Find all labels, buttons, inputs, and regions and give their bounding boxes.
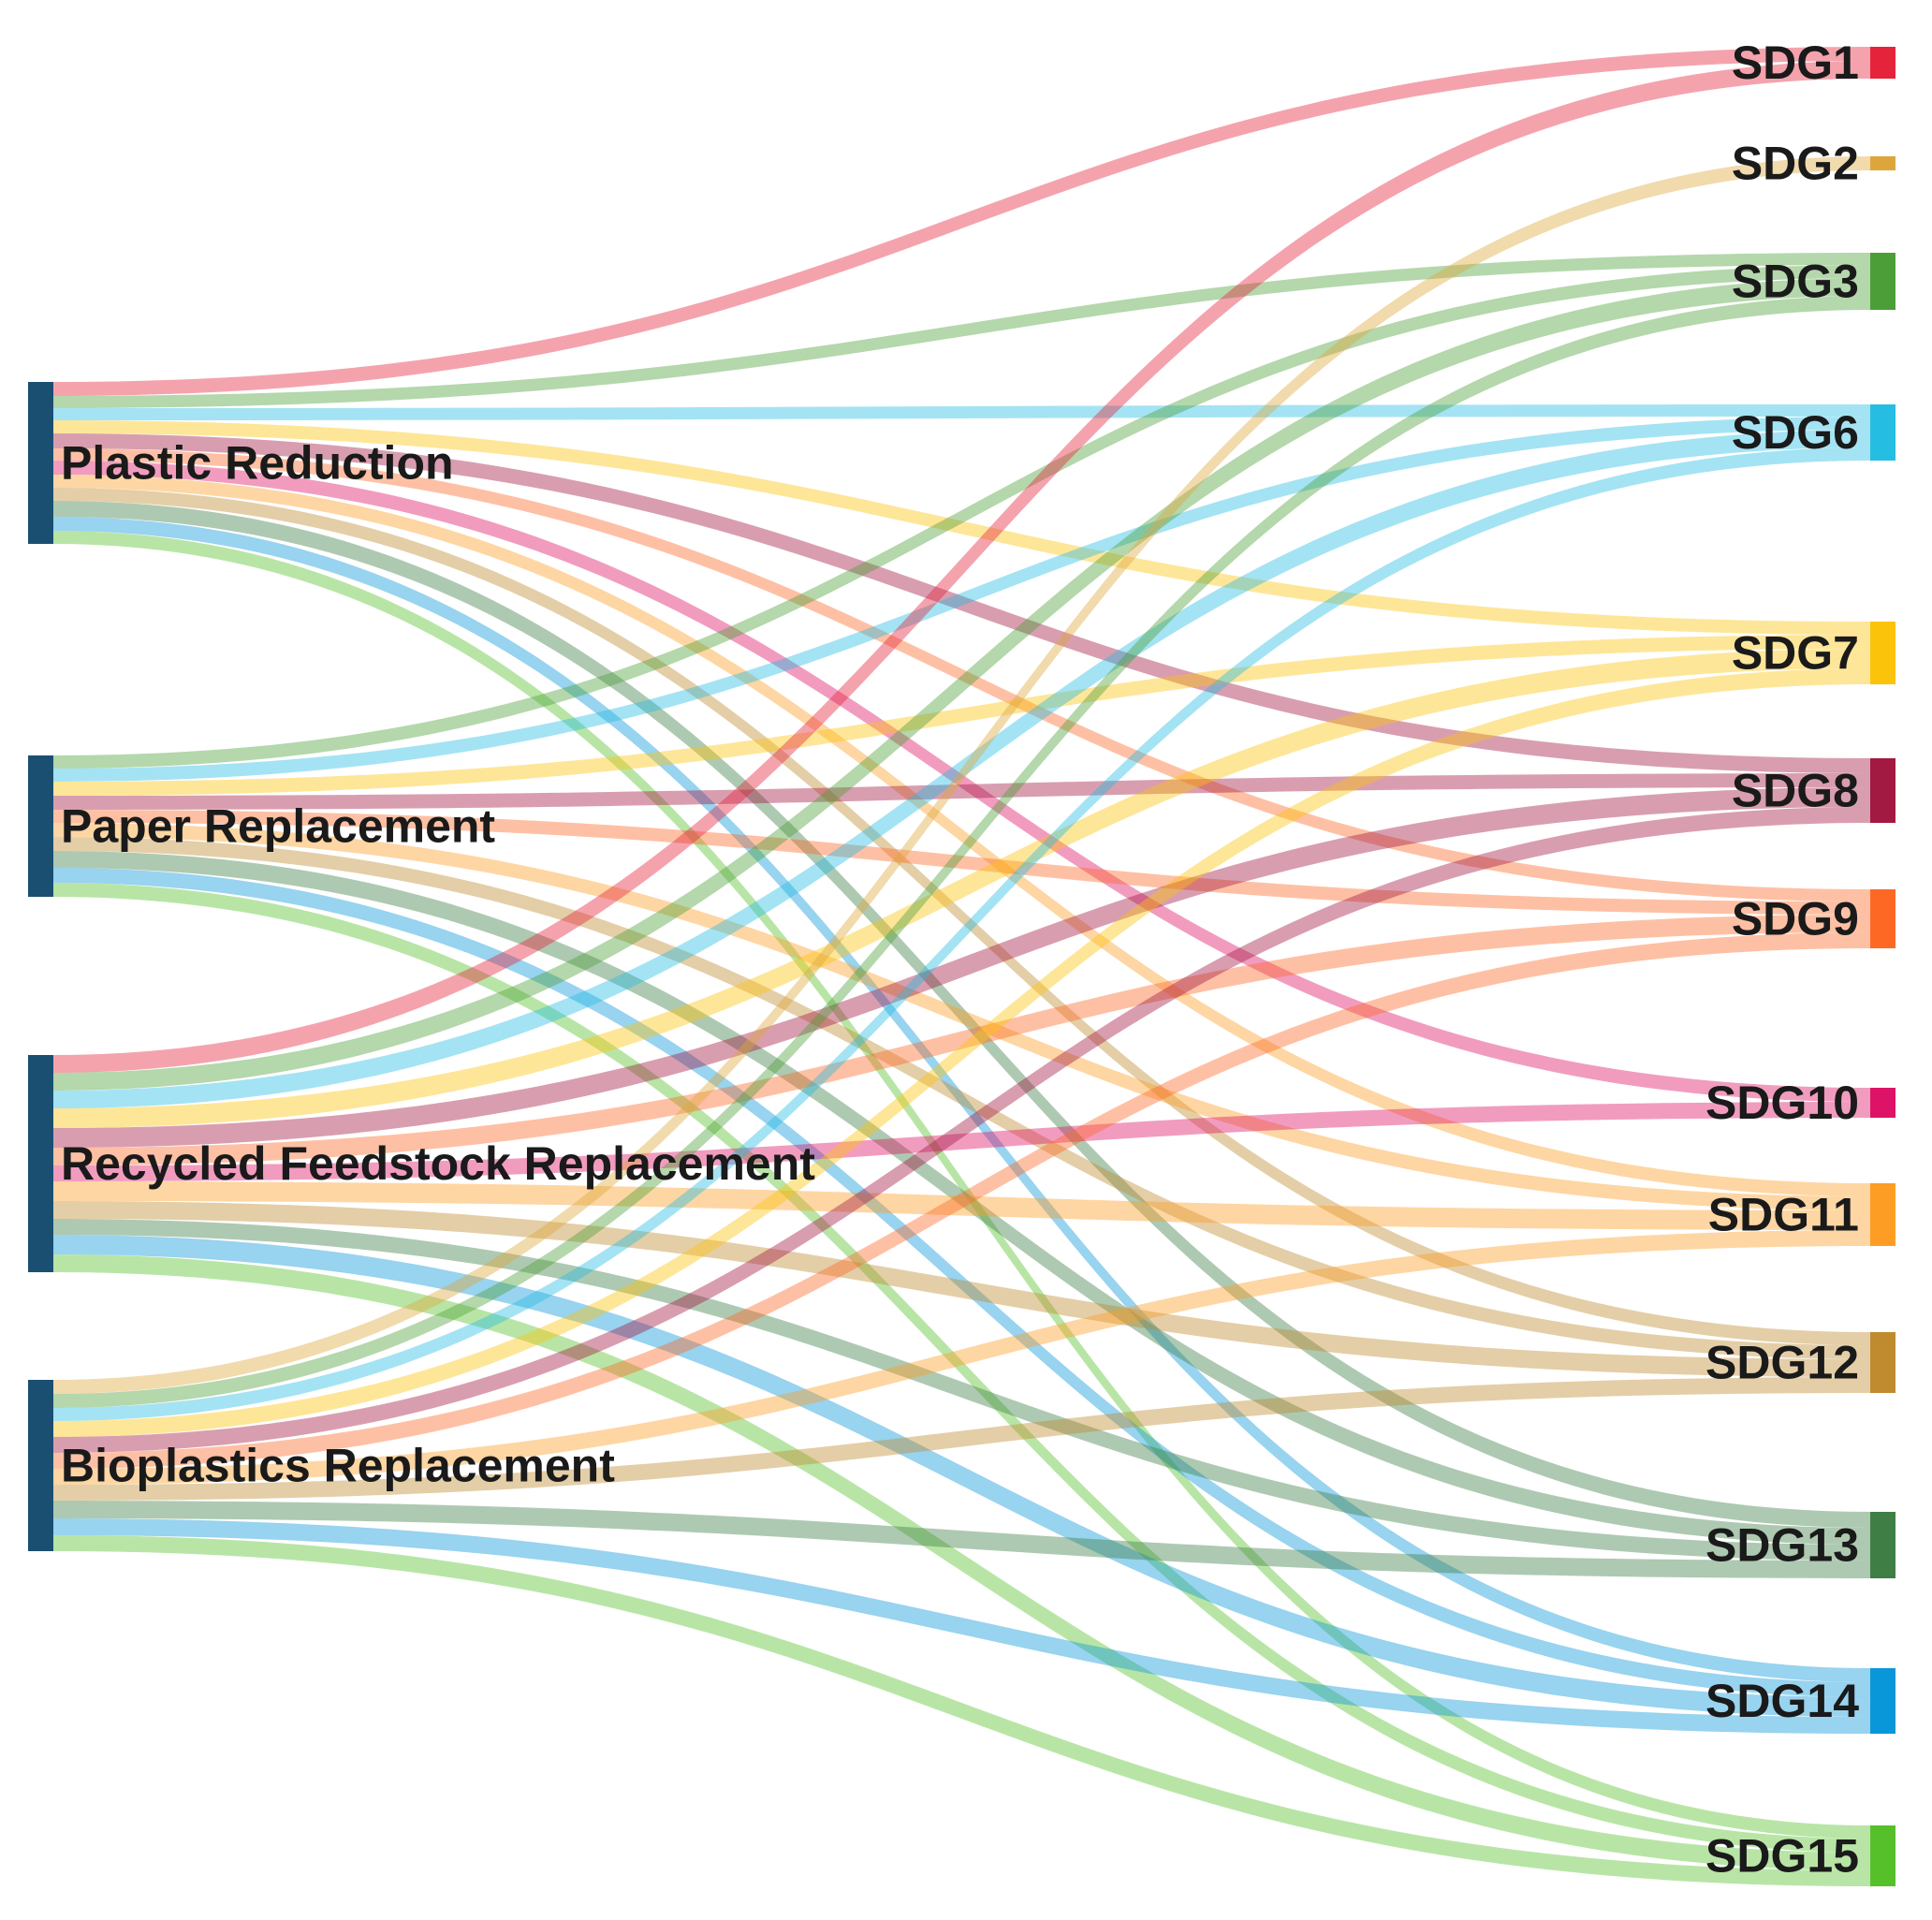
link-bioplastics-sdg9 <box>53 932 1870 1469</box>
link-paper-sdg11 <box>53 823 1870 1210</box>
link-plastic-sdg11 <box>53 475 1870 1196</box>
link-paper-sdg15 <box>53 883 1870 1853</box>
link-recycled-sdg11 <box>53 1181 1870 1230</box>
link-plastic-sdg7 <box>53 420 1870 635</box>
link-recycled-sdg7 <box>53 649 1870 1128</box>
label-sdg8: SDG8 <box>1732 765 1859 817</box>
link-plastic-sdg3 <box>53 253 1870 408</box>
node-sdg10 <box>1870 1088 1895 1118</box>
node-sdg6 <box>1870 404 1895 461</box>
label-sdg15: SDG15 <box>1705 1830 1859 1883</box>
node-sdg15 <box>1870 1825 1895 1886</box>
link-paper-sdg13 <box>53 851 1870 1545</box>
link-plastic-sdg15 <box>53 531 1870 1839</box>
node-sdg9 <box>1870 889 1895 948</box>
label-sdg12: SDG12 <box>1705 1337 1859 1389</box>
label-sdg1: SDG1 <box>1732 37 1859 89</box>
label-sdg11: SDG11 <box>1708 1189 1859 1241</box>
link-bioplastics-sdg7 <box>53 668 1870 1437</box>
node-sdg14 <box>1870 1668 1895 1734</box>
link-recycled-sdg3 <box>53 278 1870 1091</box>
link-recycled-sdg15 <box>53 1254 1870 1870</box>
label-plastic: Plastic Reduction <box>61 437 454 490</box>
link-recycled-sdg13 <box>53 1219 1870 1561</box>
link-bioplastics-sdg13 <box>53 1501 1870 1578</box>
link-plastic-sdg14 <box>53 517 1870 1682</box>
node-sdg11 <box>1870 1183 1895 1246</box>
link-recycled-sdg14 <box>53 1235 1870 1717</box>
node-sdg13 <box>1870 1512 1895 1578</box>
node-sdg12 <box>1870 1332 1895 1393</box>
node-recycled <box>28 1055 53 1272</box>
label-recycled: Recycled Feedstock Replacement <box>61 1137 815 1190</box>
label-sdg2: SDG2 <box>1732 138 1859 190</box>
link-paper-sdg9 <box>53 810 1870 915</box>
link-paper-sdg8 <box>53 773 1870 810</box>
label-sdg3: SDG3 <box>1732 256 1859 308</box>
link-recycled-sdg1 <box>53 61 1870 1073</box>
link-plastic-sdg9 <box>53 448 1870 901</box>
link-bioplastics-sdg12 <box>53 1377 1870 1501</box>
link-recycled-sdg6 <box>53 430 1870 1108</box>
link-bioplastics-sdg6 <box>53 447 1870 1421</box>
label-sdg14: SDG14 <box>1705 1675 1859 1727</box>
link-plastic-sdg1 <box>53 47 1870 396</box>
node-sdg7 <box>1870 622 1895 684</box>
label-sdg6: SDG6 <box>1732 406 1859 459</box>
link-plastic-sdg10 <box>53 461 1870 1102</box>
label-sdg9: SDG9 <box>1732 893 1859 945</box>
label-bioplastics: Bioplastics Replacement <box>61 1440 615 1492</box>
sankey-nodes <box>28 47 1895 1886</box>
link-paper-sdg6 <box>53 417 1870 782</box>
link-plastic-sdg6 <box>53 404 1870 420</box>
label-paper: Paper Replacement <box>61 800 495 853</box>
link-recycled-sdg10 <box>53 1102 1870 1181</box>
link-bioplastics-sdg2 <box>53 156 1870 1394</box>
link-plastic-sdg8 <box>53 433 1870 773</box>
link-recycled-sdg9 <box>53 915 1870 1165</box>
link-bioplastics-sdg3 <box>53 296 1870 1408</box>
node-paper <box>28 755 53 897</box>
link-plastic-sdg12 <box>53 488 1870 1345</box>
link-paper-sdg12 <box>53 837 1870 1359</box>
link-bioplastics-sdg15 <box>53 1535 1870 1886</box>
node-bioplastics <box>28 1380 53 1551</box>
node-sdg1 <box>1870 47 1895 79</box>
link-recycled-sdg8 <box>53 787 1870 1148</box>
node-plastic <box>28 382 53 544</box>
label-sdg10: SDG10 <box>1705 1077 1859 1129</box>
node-sdg8 <box>1870 758 1895 823</box>
sankey-links <box>53 47 1870 1886</box>
link-bioplastics-sdg11 <box>53 1230 1870 1485</box>
link-recycled-sdg12 <box>53 1201 1870 1377</box>
label-sdg7: SDG7 <box>1732 627 1859 680</box>
node-sdg3 <box>1870 253 1895 310</box>
link-plastic-sdg13 <box>53 501 1870 1528</box>
label-sdg13: SDG13 <box>1705 1519 1859 1572</box>
link-paper-sdg7 <box>53 635 1870 796</box>
node-sdg2 <box>1870 156 1895 170</box>
link-bioplastics-sdg8 <box>53 807 1870 1453</box>
link-bioplastics-sdg14 <box>53 1518 1870 1734</box>
link-paper-sdg14 <box>53 868 1870 1697</box>
link-paper-sdg3 <box>53 265 1870 769</box>
